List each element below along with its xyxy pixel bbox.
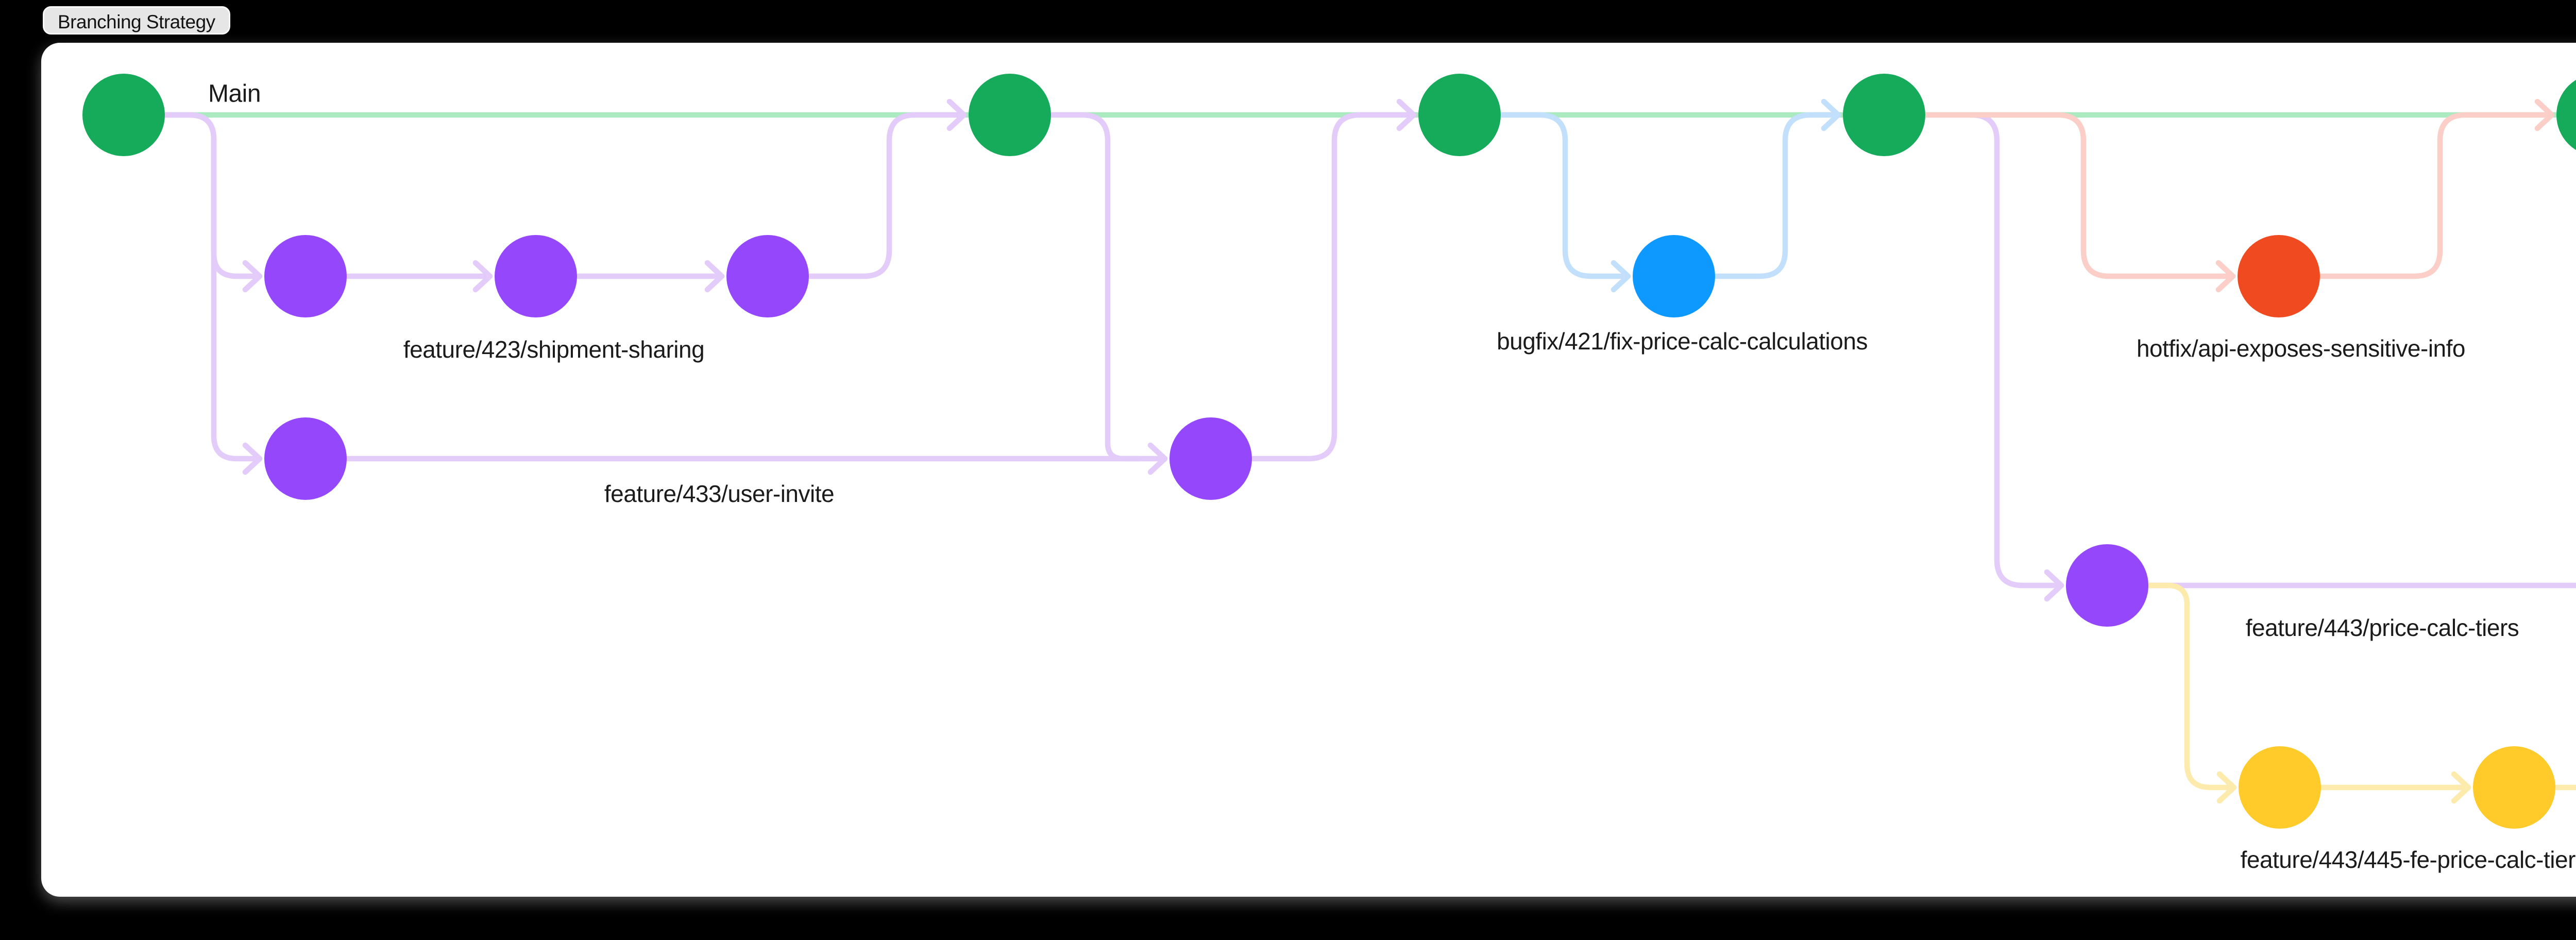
commit-node-main-1[interactable]: [82, 74, 165, 156]
commit-node-f423-2[interactable]: [495, 235, 577, 317]
arrowhead-icon: [2534, 98, 2555, 131]
commit-node-b421-1[interactable]: [1633, 235, 1715, 317]
commit-node-f433-1[interactable]: [264, 417, 347, 500]
section-frame[interactable]: [41, 43, 2576, 897]
section-title-label: Branching Strategy: [58, 11, 215, 32]
arrowhead-icon: [1147, 442, 1168, 475]
arrowhead-icon: [1821, 98, 1841, 131]
branch-label-main[interactable]: Main: [208, 80, 261, 108]
arrowhead-icon: [2044, 569, 2064, 602]
arrowhead-icon: [946, 98, 967, 131]
edge-sync-main-to-f433[interactable]: [1048, 112, 1142, 462]
arrowhead-icon: [1396, 98, 1417, 131]
commit-node-main-2[interactable]: [969, 74, 1051, 156]
branch-label-f423[interactable]: feature/423/shipment-sharing: [403, 336, 705, 363]
edge-merge-f423-to-main[interactable]: [806, 112, 967, 279]
arrowhead-icon: [2451, 771, 2471, 804]
arrowhead-icon: [242, 442, 263, 475]
branch-label-f433[interactable]: feature/433/user-invite: [604, 480, 835, 507]
arrowhead-icon: [1611, 260, 1631, 293]
commit-node-main-5[interactable]: [2556, 74, 2576, 156]
commit-node-f445-1[interactable]: [2239, 746, 2321, 829]
branch-label-f445[interactable]: feature/443/445-fe-price-calc-tiers: [2241, 846, 2576, 873]
commit-node-f445-2[interactable]: [2473, 746, 2555, 829]
branch-label-hotfix[interactable]: hotfix/api-exposes-sensitive-info: [2137, 335, 2466, 362]
commit-node-f433-2[interactable]: [1170, 417, 1252, 500]
arrowhead-icon: [472, 260, 493, 293]
commit-node-f423-1[interactable]: [264, 235, 347, 317]
section-title-pill[interactable]: Branching Strategy: [43, 6, 230, 35]
branch-label-f443[interactable]: feature/443/price-calc-tiers: [2246, 614, 2519, 641]
arrowhead-icon: [2216, 771, 2237, 804]
arrowhead-icon: [704, 260, 725, 293]
commit-node-main-3[interactable]: [1418, 74, 1501, 156]
commit-node-main-4[interactable]: [1843, 74, 1925, 156]
edge-merge-hotfix-to-main[interactable]: [2317, 112, 2555, 279]
arrowhead-icon: [2215, 260, 2236, 293]
commit-node-f423-3[interactable]: [726, 235, 809, 317]
edge-merge-f445-to-f443[interactable]: [2552, 585, 2576, 791]
edge-merge-bugfix-to-main[interactable]: [1712, 112, 1841, 279]
edge-branch-to-f433[interactable]: [162, 112, 263, 462]
arrowhead-icon: [242, 260, 263, 293]
commit-node-hotfix-1[interactable]: [2238, 235, 2320, 317]
edge-branch-to-f445[interactable]: [2145, 582, 2237, 791]
edge-branch-to-f443[interactable]: [1922, 112, 2064, 589]
branch-label-b421[interactable]: bugfix/421/fix-price-calc-calculations: [1497, 328, 1868, 355]
edge-merge-f433-to-main[interactable]: [1249, 112, 1417, 462]
commit-node-f443-1[interactable]: [2066, 544, 2148, 627]
edge-branch-to-hotfix[interactable]: [1922, 112, 2236, 279]
edge-branch-to-bugfix[interactable]: [1498, 112, 1631, 279]
